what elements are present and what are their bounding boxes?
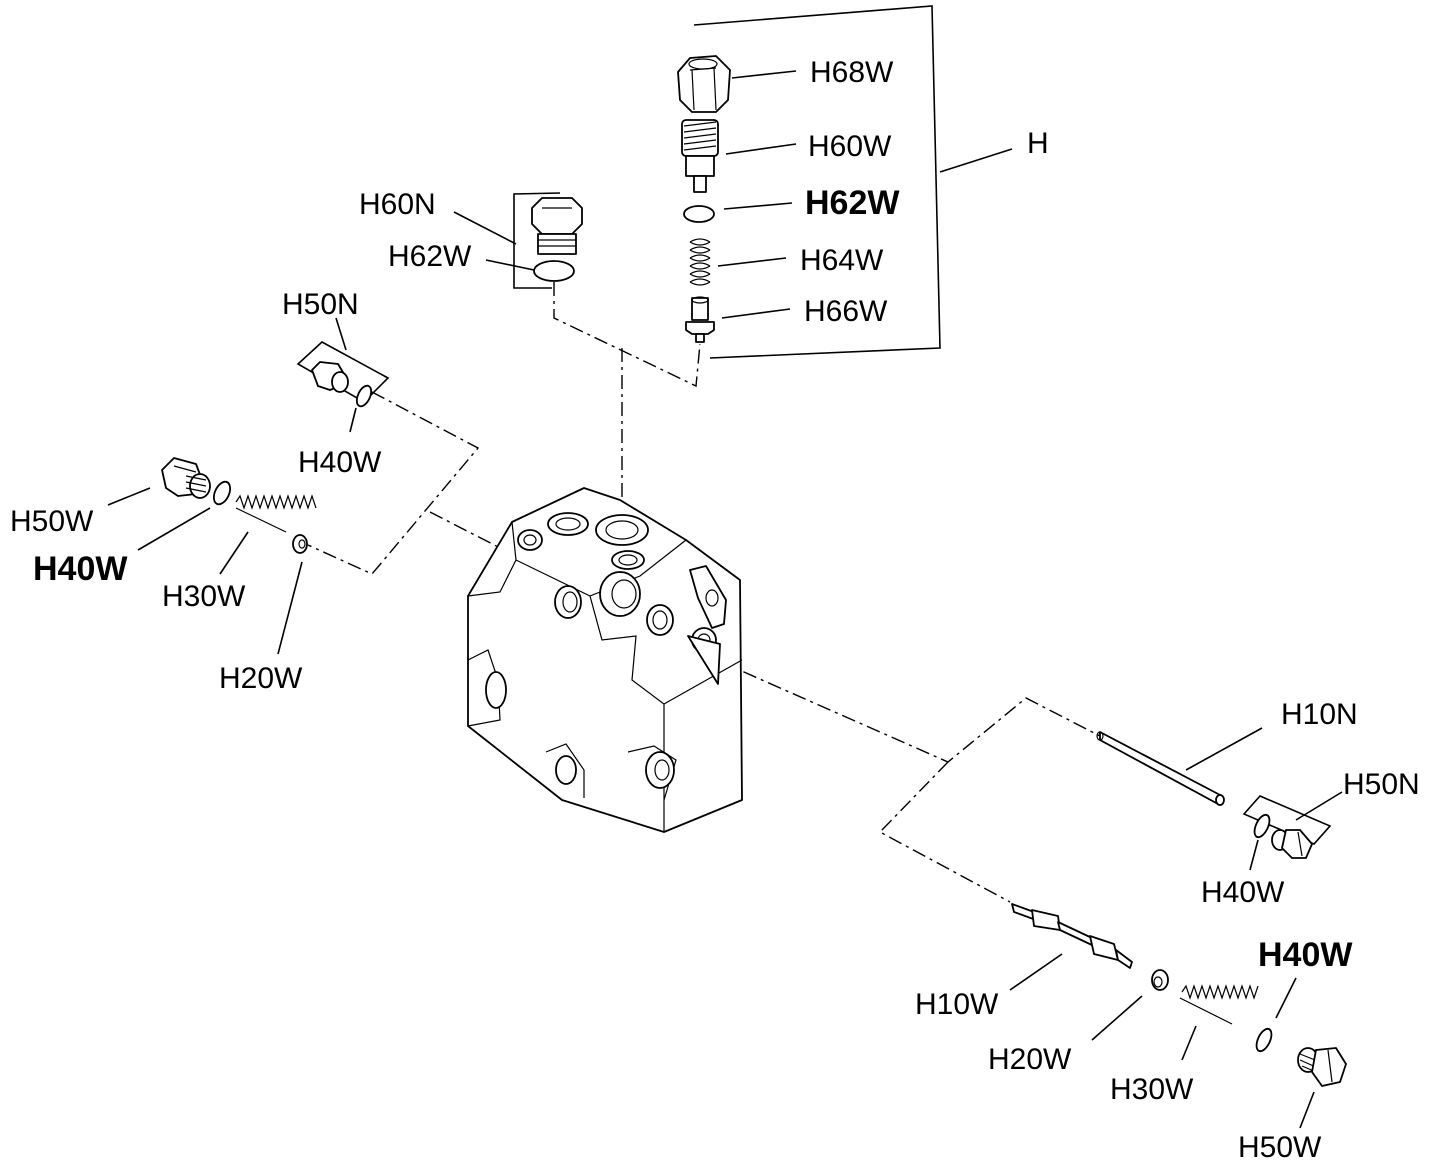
leader-h50w-left xyxy=(107,487,151,506)
label-h: H xyxy=(1027,127,1049,160)
label-h40w-right-bold: H40W xyxy=(1258,936,1353,974)
part-h40w-right-small-oring xyxy=(1253,813,1271,839)
part-h50w-left-plug xyxy=(161,457,211,499)
label-h20w-right: H20W xyxy=(988,1043,1072,1076)
label-h50n-left: H50N xyxy=(282,288,359,321)
label-h30w-right: H30W xyxy=(1110,1073,1194,1106)
group-h-bracket xyxy=(693,5,1013,359)
label-h62w-top: H62W xyxy=(805,184,900,222)
leader-h62w-top xyxy=(723,202,793,210)
valve-body xyxy=(467,487,743,833)
part-h68w-cap-nut xyxy=(677,55,731,113)
part-h66w-poppet xyxy=(685,296,715,343)
leader-h40w-right-bold xyxy=(1275,977,1297,1019)
label-h50w-right: H50W xyxy=(1238,1131,1322,1164)
leader-h10w xyxy=(1009,953,1063,991)
label-h62w-left: H62W xyxy=(388,240,472,273)
leader-h62w-left xyxy=(485,259,535,271)
part-h40w-right-oring xyxy=(1255,1027,1273,1053)
part-h64w-spring xyxy=(689,238,711,286)
label-h40w-left-small: H40W xyxy=(298,446,382,479)
label-h64w: H64W xyxy=(800,244,884,277)
leader-h10n xyxy=(1185,727,1263,771)
label-h50w-left: H50W xyxy=(10,505,94,538)
part-h60n-plug xyxy=(531,197,583,255)
leader-h40w-left-bold xyxy=(137,507,211,551)
leader-h68w xyxy=(731,70,797,79)
label-h10n: H10N xyxy=(1281,698,1358,731)
part-h62w-oring-top xyxy=(683,205,715,223)
part-h50n-right-plug xyxy=(1271,829,1313,859)
label-h68w: H68W xyxy=(810,56,894,89)
label-h66w: H66W xyxy=(804,295,888,328)
leader-h20w-right xyxy=(1091,995,1143,1041)
leader-h40w-left-small xyxy=(349,407,357,433)
part-h20w-left-poppet xyxy=(292,534,308,554)
part-h40w-left-small-oring xyxy=(355,384,373,408)
leader-h30w-left xyxy=(219,531,249,575)
label-h60w: H60W xyxy=(808,130,892,163)
part-h62w-oring-left xyxy=(533,260,575,282)
leader-h64w xyxy=(717,257,787,267)
leader-h40w-right-small xyxy=(1249,839,1259,871)
label-h40w-right-small: H40W xyxy=(1201,876,1285,909)
label-h30w-left: H30W xyxy=(162,580,246,613)
part-h10n-rod xyxy=(1096,731,1225,806)
group-h60n-bracket xyxy=(513,192,561,289)
part-h30w-right-spring xyxy=(1179,984,1259,1025)
leader-h30w-right xyxy=(1181,1025,1197,1061)
part-h50n-left-plug xyxy=(311,361,349,393)
leader-h60w xyxy=(725,143,797,155)
part-h50w-right-plug xyxy=(1297,1047,1347,1087)
part-h20w-right-poppet xyxy=(1151,969,1169,991)
label-h40w-left-bold: H40W xyxy=(33,550,128,588)
part-h40w-left-oring xyxy=(212,480,232,506)
label-h20w-left: H20W xyxy=(219,662,303,695)
leader-h50w-right xyxy=(1299,1091,1315,1129)
label-h50n-right: H50N xyxy=(1343,768,1420,801)
part-h10w-spool xyxy=(1011,903,1133,969)
leader-h50n-right xyxy=(1295,791,1343,821)
part-h60w-adjust-screw xyxy=(681,119,719,193)
leader-h66w xyxy=(721,308,791,319)
leader-h50n-left xyxy=(335,317,347,351)
part-h30w-left-spring xyxy=(235,494,317,533)
label-h10w: H10W xyxy=(915,988,999,1021)
label-h60n: H60N xyxy=(359,188,436,221)
leader-h20w-left xyxy=(277,561,303,655)
leader-h60n xyxy=(453,211,517,245)
